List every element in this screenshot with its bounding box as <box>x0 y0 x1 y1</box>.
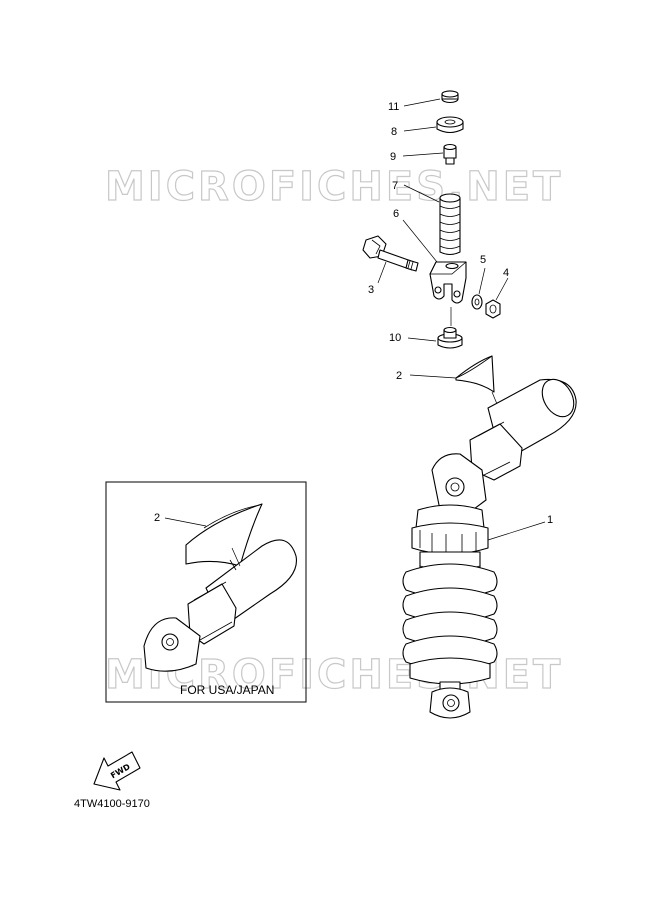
inset-usa-japan: 2 FOR USA/JAPAN <box>105 481 307 703</box>
part-8-nut[interactable] <box>436 116 464 134</box>
part-3-bolt[interactable] <box>362 235 419 272</box>
callout-7: 7 <box>392 180 398 192</box>
leader-9 <box>402 152 444 157</box>
callout-1: 1 <box>547 514 553 526</box>
diagram-code: 4TW4100-9170 <box>74 798 150 810</box>
inset-leader-2 <box>164 517 207 527</box>
part-2-protector[interactable] <box>455 355 495 393</box>
inset-protector-sheet <box>185 503 263 567</box>
inset-label: FOR USA/JAPAN <box>180 683 274 697</box>
part-6-bracket[interactable] <box>429 261 467 304</box>
leader-4 <box>495 277 509 301</box>
callout-4: 4 <box>503 267 509 279</box>
leader-11 <box>403 98 441 107</box>
callout-5: 5 <box>480 254 486 266</box>
leader-7 <box>403 184 440 203</box>
leader-6 <box>402 219 438 263</box>
leader-10 <box>407 337 437 342</box>
part-9-collar[interactable] <box>443 143 457 165</box>
part-10-bushing[interactable] <box>437 326 463 349</box>
part-4-nut[interactable] <box>485 299 501 319</box>
fwd-arrow-icon: FWD <box>93 751 141 791</box>
leader-1 <box>487 521 546 541</box>
watermark-top: MICROFICHES.NET <box>105 164 563 210</box>
callout-11: 11 <box>388 101 399 113</box>
callout-6: 6 <box>393 208 399 220</box>
part-5-washer[interactable] <box>471 294 483 310</box>
inset-leader-2b <box>231 547 241 567</box>
leader-5 <box>478 267 486 295</box>
leader-8 <box>403 126 437 132</box>
leader-2 <box>409 374 457 379</box>
callout-9: 9 <box>390 151 396 163</box>
callout-8: 8 <box>391 126 397 138</box>
part-11-cap[interactable] <box>441 90 459 104</box>
callout-3: 3 <box>368 284 374 296</box>
callout-10: 10 <box>389 332 401 344</box>
part-7-bushing[interactable] <box>439 193 461 256</box>
inset-callout-2: 2 <box>154 512 160 524</box>
leader-3 <box>377 261 387 284</box>
part-1-shock-absorber[interactable] <box>402 374 580 719</box>
callout-2: 2 <box>396 370 402 382</box>
